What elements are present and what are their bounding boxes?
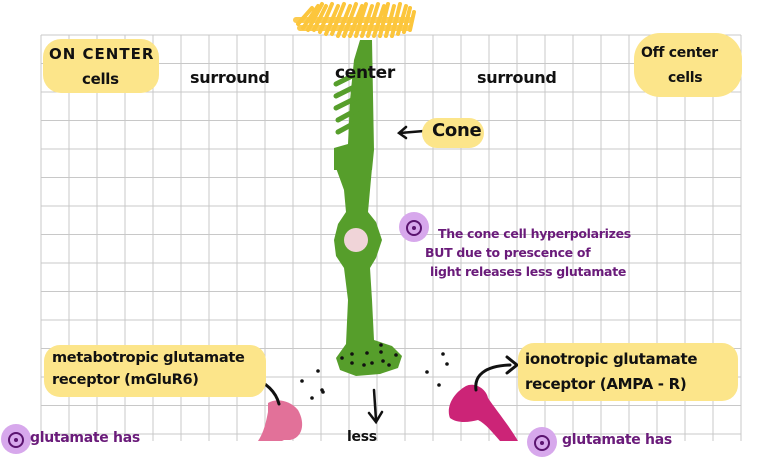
- cone-disc-stripes: [333, 69, 363, 135]
- less-label: less: [347, 429, 377, 445]
- ampa-label-line2: receptor (AMPA - R): [525, 375, 687, 393]
- off-center-label-line1: Off center: [641, 45, 718, 61]
- center-label: center: [335, 63, 395, 83]
- bottom-right-badge-icon: [527, 427, 557, 457]
- ampa-arrow: [474, 355, 520, 392]
- note-badge-icon: [399, 212, 429, 242]
- on-center-highlight: [43, 39, 159, 93]
- on-center-label-line2: cells: [82, 70, 119, 88]
- bottom-right-note: glutamate has: [562, 432, 672, 448]
- cone-inner-segment: [334, 168, 402, 376]
- mglur-label-line2: receptor (mGluR6): [52, 372, 199, 388]
- mglur-highlight: [44, 345, 266, 397]
- cone-cell: [300, 40, 449, 400]
- light-rays: [293, 2, 416, 38]
- bottom-left-badge-icon: [1, 424, 31, 454]
- off-center-highlight: [634, 33, 742, 97]
- released-glutamate-dots: [300, 352, 449, 400]
- note-line-2: BUT due to prescence of: [425, 245, 591, 260]
- ampa-highlight: [518, 343, 738, 401]
- mglur6-receptor: [258, 400, 303, 441]
- less-arrow: [367, 388, 384, 425]
- surround-left-label: surround: [190, 68, 270, 87]
- cone-label: Cone: [432, 120, 482, 141]
- cone-pointer-arrow: [396, 125, 426, 140]
- note-line-3: light releases less glutamate: [430, 264, 627, 279]
- off-center-label-line2: cells: [668, 70, 703, 86]
- cone-highlight: [422, 118, 484, 148]
- cone-nucleus: [344, 228, 368, 252]
- surround-right-label: surround: [477, 68, 557, 87]
- on-center-label-line1: ON CENTER: [49, 45, 155, 63]
- synaptic-vesicles: [340, 343, 398, 367]
- mglur-label-line1: metabotropic glutamate: [52, 350, 245, 366]
- ampa-label-line1: ionotropic glutamate: [525, 350, 698, 368]
- bottom-left-note: glutamate has: [30, 430, 140, 446]
- ampa-receptor: [448, 384, 518, 441]
- note-line-1: The cone cell hyperpolarizes: [438, 226, 631, 241]
- cone-outer-segment: [334, 40, 374, 170]
